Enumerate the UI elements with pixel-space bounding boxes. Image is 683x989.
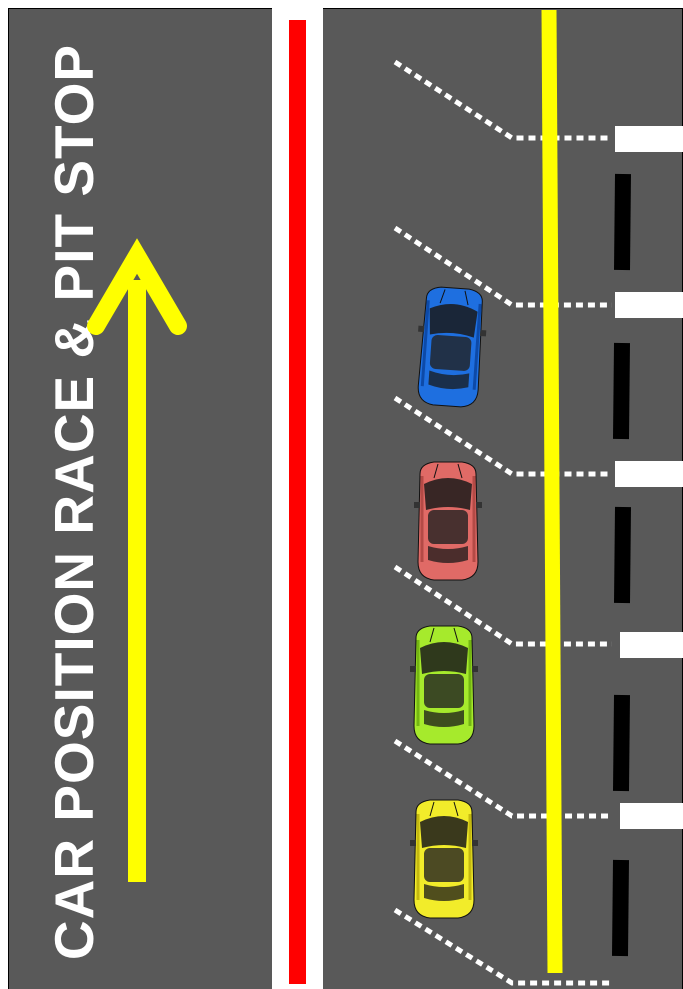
yellow-car-icon bbox=[410, 800, 478, 918]
green-car-icon bbox=[410, 626, 478, 744]
yellow-lane-line bbox=[549, 10, 555, 973]
red-car-icon bbox=[414, 462, 482, 580]
pit-line-3 bbox=[395, 398, 612, 474]
pit-line-6 bbox=[395, 910, 612, 983]
up-arrow-icon bbox=[96, 256, 178, 882]
blue-car-icon bbox=[413, 286, 489, 408]
pit-line-1 bbox=[395, 62, 612, 138]
lane-divider-dashes bbox=[620, 174, 623, 956]
